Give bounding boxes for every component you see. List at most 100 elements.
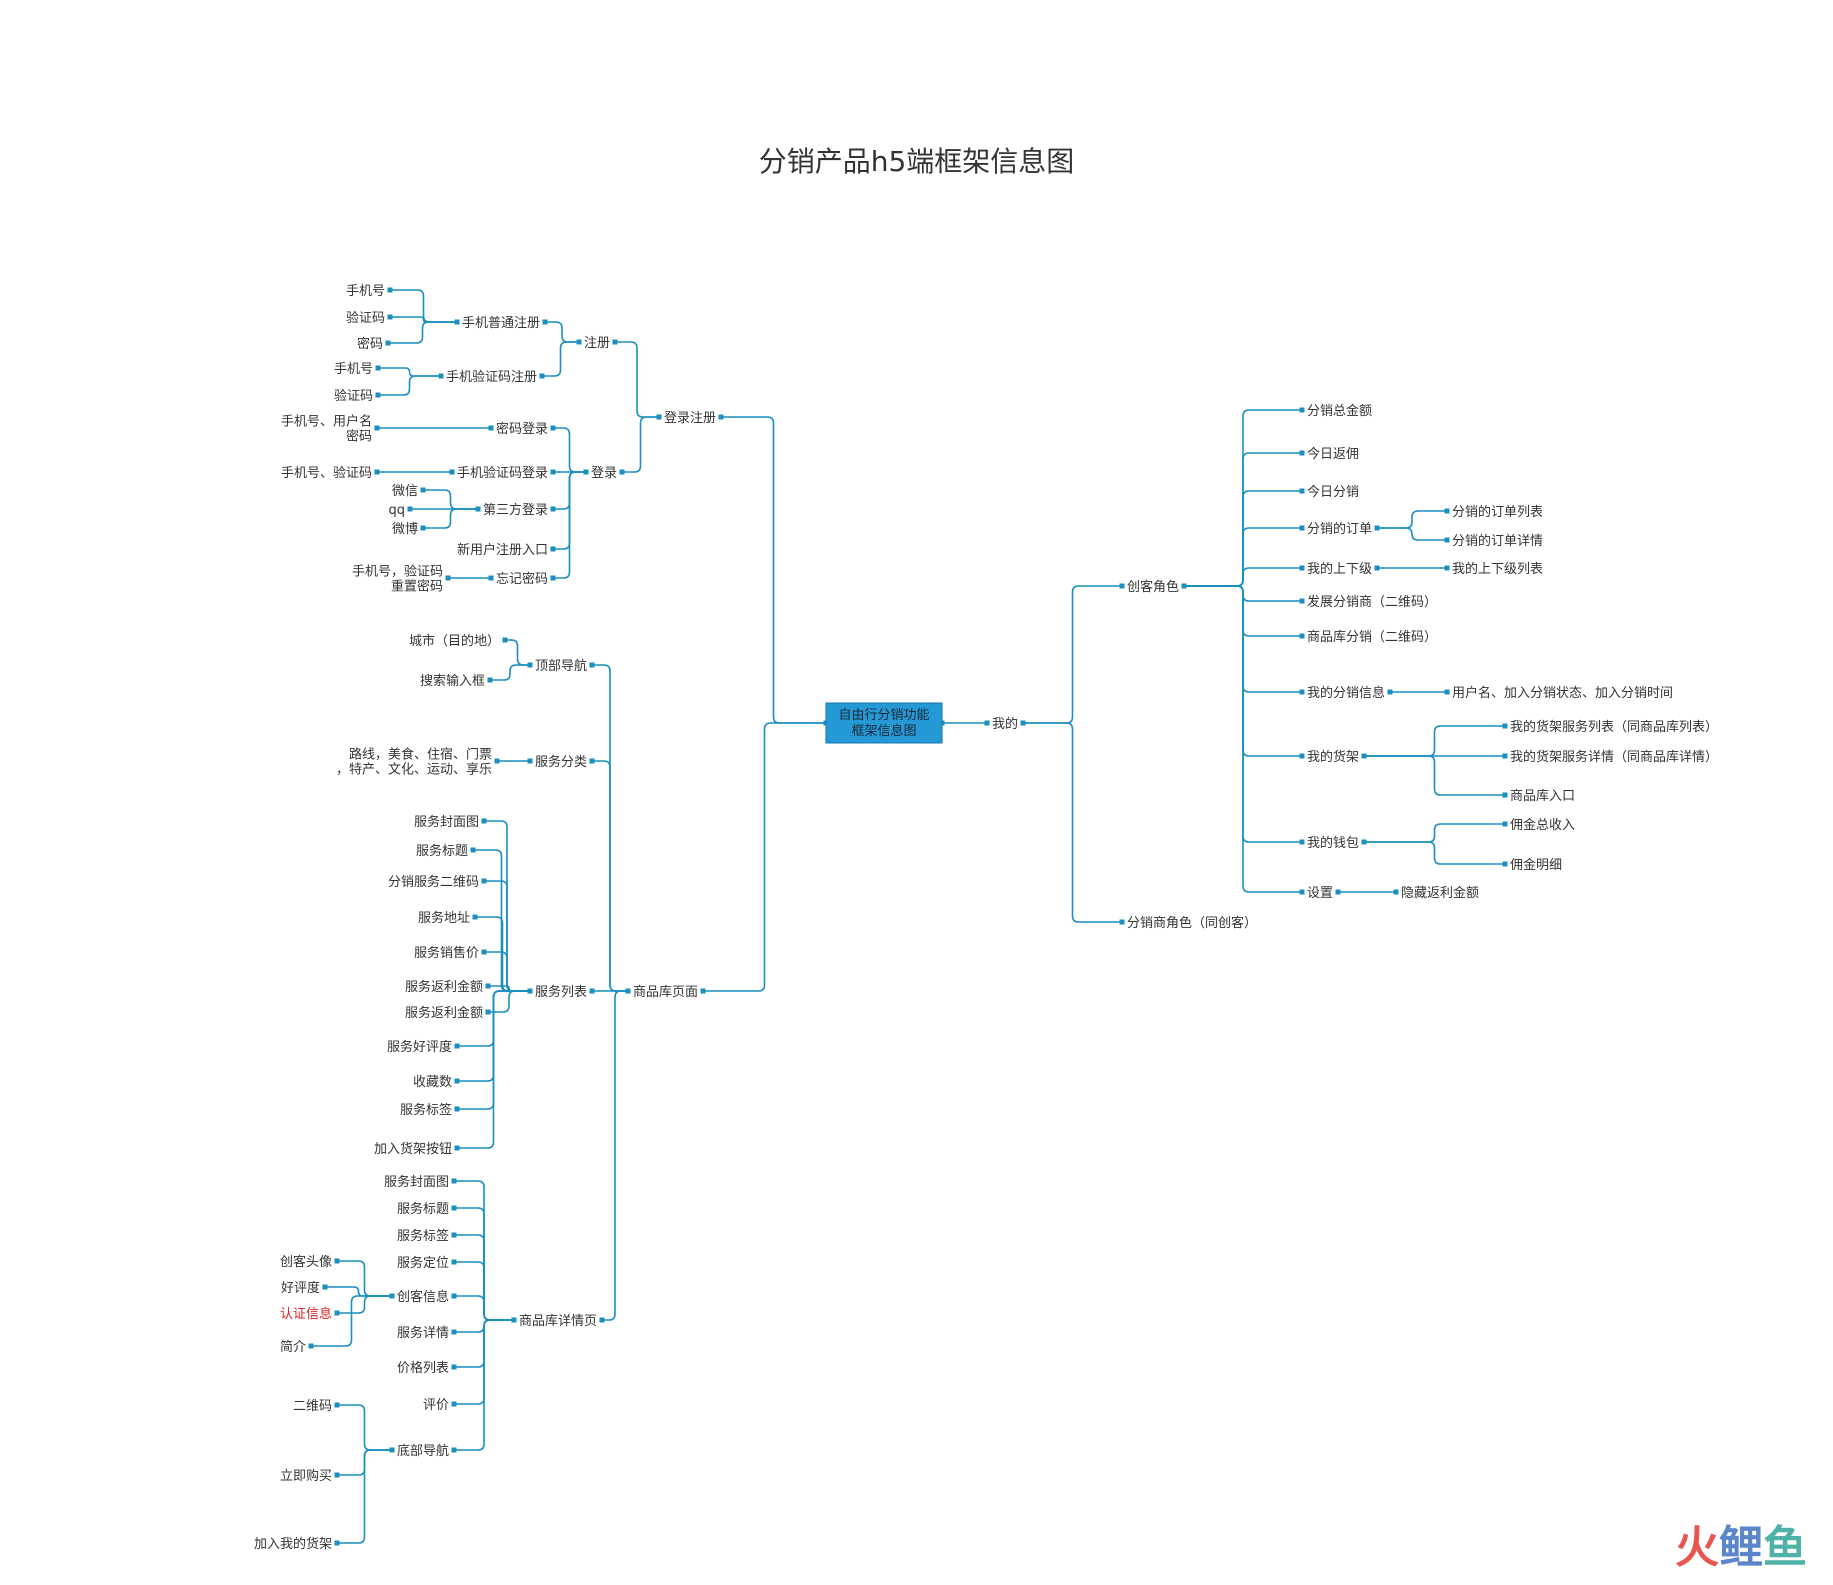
mindmap-node-mk-3: 今日分销 [1307,484,1359,500]
mindmap-node-tn-search: 搜索输入框 [420,673,485,689]
node-label: 立即购买 [280,1468,332,1484]
connector-dot [1444,508,1450,514]
node-label: 登录 [591,466,617,481]
connector-line [615,341,659,418]
mindmap-node-ld-bottom: 底部导航 [397,1443,449,1459]
mindmap-node-distributor: 分销商角色（同创客） [1127,915,1257,931]
node-label: 分销的订单 [1307,521,1372,537]
node-label: 创客角色 [1127,579,1179,595]
node-label: 认证信息 [280,1306,332,1322]
connector-dot [1502,723,1508,729]
connector-dot [1374,565,1380,571]
connector-dot [527,662,533,668]
mindmap-node-lib-detail: 商品库详情页 [519,1313,597,1329]
connector-dot [454,1106,460,1112]
connector-dot [451,1232,457,1238]
connector-dot [451,1178,457,1184]
connector-line [484,951,530,992]
connector-dot [1502,861,1508,867]
mindmap-node-svc-cat: 服务分类 [535,754,587,770]
node-label: 手机验证码登录 [457,465,548,481]
mindmap-node-sc-info: 路线，美食、住宿、门票，特产、文化、运动、享乐 [336,747,492,778]
connector-line [388,321,457,344]
mindmap-node-wl-2: 佣金明细 [1510,857,1562,873]
connector-dot [1020,720,1026,726]
mindmap-node-cr-phone: 手机号 [334,362,373,377]
connector-line [622,416,659,473]
connector-dot [1502,753,1508,759]
connector-dot [322,1284,328,1290]
node-label: 密码登录 [496,421,548,437]
connector-dot [485,1009,491,1015]
node-label: 设置 [1307,886,1333,901]
node-label: 服务详情 [397,1325,449,1341]
connector-line [703,722,826,992]
connector-dot [451,1259,457,1265]
root-node-box [825,702,943,744]
mindmap-node-sl-6: 服务返利金额 [405,979,483,995]
node-label: 商品库详情页 [519,1313,597,1329]
connector-line [553,471,586,579]
node-label: 隐藏返利金额 [1401,885,1479,901]
node-label: 商品库入口 [1510,788,1575,804]
connector-dot [387,314,393,320]
node-label: 密码 [346,429,372,445]
node-label: 服务标题 [416,843,468,859]
connector-dot [527,988,533,994]
connector-line [325,1286,392,1297]
node-label: 评价 [423,1398,449,1413]
connector-dot [454,1078,460,1084]
connector-dot [451,1293,457,1299]
node-label: 第三方登录 [483,502,548,518]
connector-dot [1444,565,1450,571]
mindmap-node-bn-qr: 二维码 [293,1399,332,1414]
connector-line [423,508,478,529]
connector-dot [375,365,381,371]
mindmap-node-mk-settings: 设置 [1307,886,1333,901]
node-label: 新用户注册入口 [457,542,548,558]
mindmap-node-sl-1: 服务封面图 [414,814,479,830]
connector-line [1364,755,1505,796]
connector-dot [550,546,556,552]
node-label: 分销商角色（同创客） [1127,915,1257,931]
connector-dot [334,1310,340,1316]
node-label: 服务定位 [397,1255,449,1271]
connector-dot [1361,839,1367,845]
node-label: 分销的订单详情 [1452,533,1543,549]
connector-dot [494,758,500,764]
node-label: 手机验证码注册 [446,369,537,385]
node-label: 服务封面图 [414,814,479,830]
node-label: 微信 [392,484,418,499]
connector-dot [1299,565,1305,571]
connector-dot [1299,839,1305,845]
connector-line [454,1319,514,1451]
connector-dot [550,575,556,581]
mindmap-node-cr-rating: 好评度 [281,1280,320,1296]
connector-line [457,990,530,1149]
connector-dot [1299,488,1305,494]
connector-dot [407,506,413,512]
connector-dot [454,319,460,325]
connector-dot [389,1447,395,1453]
node-label: 我的上下级 [1307,561,1372,577]
watermark-logo: 火鲤鱼 [1675,1522,1807,1573]
mindmap-node-pr-pwd: 密码 [357,336,383,352]
mindmap-node-tl-wechat: 微信 [392,484,418,499]
node-label: 服务标题 [397,1201,449,1217]
node-label: 服务标签 [397,1228,449,1244]
mindmap-node-cl-info: 手机号、验证码 [281,465,372,481]
node-label: 手机号、用户名 [281,414,372,430]
connector-dot [1119,919,1125,925]
mindmap-node-sl-8: 服务好评度 [387,1039,452,1055]
mindmap-node-cr-cert: 认证信息 [280,1306,332,1322]
mindmap-node-pr-code: 验证码 [346,310,385,326]
connector-dot [374,469,380,475]
connector-dot [1119,583,1125,589]
node-label: 发展分销商（二维码） [1307,594,1437,610]
node-label: 手机号 [334,362,373,377]
connector-dot [550,506,556,512]
connector-dot [470,847,476,853]
node-label: ，特产、文化、运动、享乐 [336,762,492,778]
mindmap-node-wl-1: 佣金总收入 [1510,817,1575,833]
